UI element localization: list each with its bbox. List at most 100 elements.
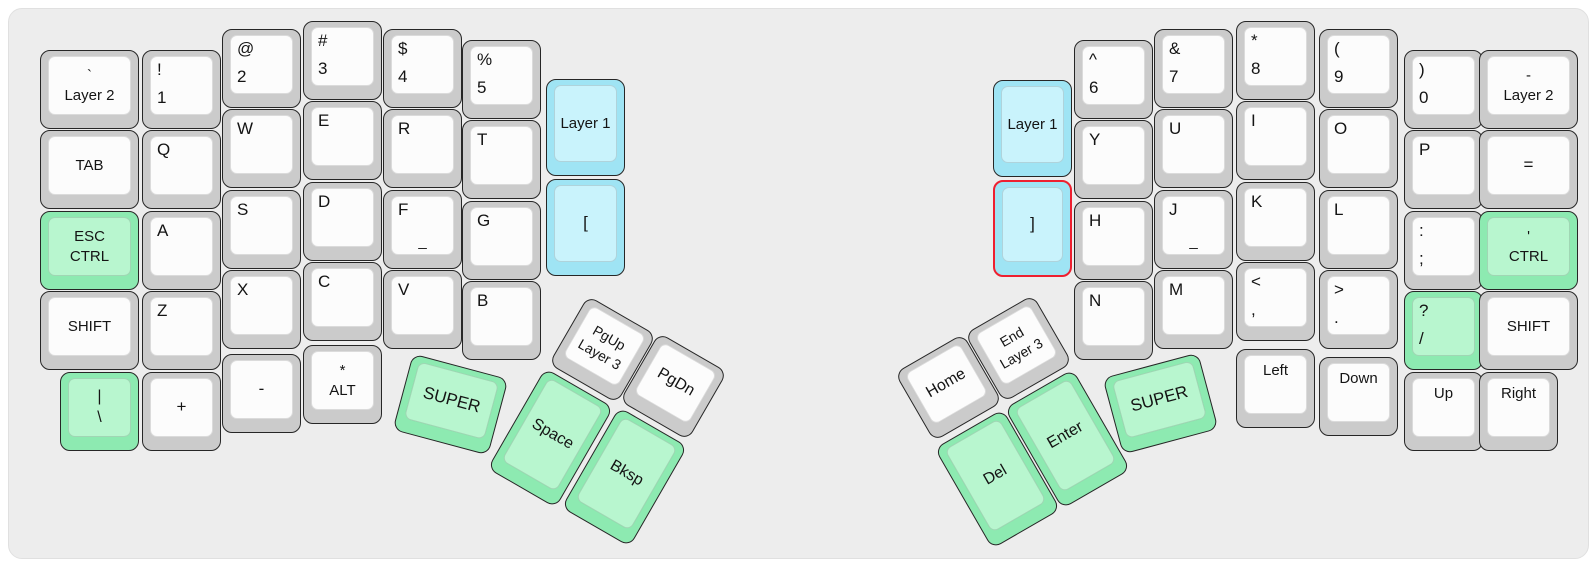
key-b[interactable]: B — [462, 281, 541, 360]
key-o[interactable]: O — [1319, 109, 1398, 188]
key-8[interactable]: *8 — [1236, 21, 1315, 100]
key-j[interactable]: J_ — [1154, 190, 1233, 269]
key-1[interactable]: !1 — [142, 50, 221, 129]
key-pipe-backslash[interactable]: |\ — [60, 372, 139, 451]
keycap: M — [1162, 276, 1225, 335]
key-z[interactable]: Z — [142, 291, 221, 370]
key-shift-left[interactable]: SHIFT — [40, 291, 139, 370]
keycap: Q — [150, 136, 213, 195]
key-label: Q — [157, 140, 171, 159]
key-label: + — [176, 397, 187, 417]
key-label: @ — [237, 39, 255, 58]
key-label: ALT — [329, 381, 356, 399]
key-v[interactable]: V — [383, 270, 462, 349]
key-7[interactable]: &7 — [1154, 29, 1233, 108]
key-semicolon[interactable]: :; — [1404, 211, 1483, 290]
key-rbracket[interactable]: ] — [993, 180, 1072, 277]
homing-bar-icon: _ — [1189, 232, 1198, 250]
key-label: I — [1251, 111, 1256, 130]
keycap: *ALT — [311, 351, 374, 410]
key-minus-layer2[interactable]: -Layer 2 — [1479, 50, 1578, 129]
key-label: ` — [87, 67, 92, 84]
key-plus[interactable]: + — [142, 372, 221, 451]
key-super-left[interactable]: SUPER — [391, 353, 509, 455]
key-u[interactable]: U — [1154, 109, 1233, 188]
key-e[interactable]: E — [303, 101, 382, 180]
key-label: A — [157, 221, 169, 240]
key-s[interactable]: S — [222, 190, 301, 269]
key-label: PgDn — [654, 364, 698, 400]
keycap: J_ — [1162, 196, 1225, 255]
keycap: `Layer 2 — [48, 56, 131, 115]
key-label: Del — [980, 461, 1010, 489]
key-x[interactable]: X — [222, 270, 301, 349]
keycap: C — [311, 268, 374, 327]
key-tab[interactable]: TAB — [40, 130, 139, 209]
key-layer1-left[interactable]: Layer 1 — [546, 79, 625, 176]
key-label: 5 — [477, 77, 487, 97]
key-label: Right — [1500, 385, 1537, 402]
key-y[interactable]: Y — [1074, 120, 1153, 199]
key-star-alt[interactable]: *ALT — [303, 345, 382, 424]
keycap: = — [1487, 136, 1570, 195]
key-quote-ctrl[interactable]: 'CTRL — [1479, 211, 1578, 290]
key-r[interactable]: R — [383, 109, 462, 188]
key-3[interactable]: #3 — [303, 21, 382, 100]
key-label: 0 — [1419, 87, 1429, 107]
key-layer1-right[interactable]: Layer 1 — [993, 80, 1072, 177]
key-label: Bksp — [606, 456, 647, 490]
key-c[interactable]: C — [303, 262, 382, 341]
key-equals[interactable]: = — [1479, 130, 1578, 209]
keycap: B — [470, 287, 533, 346]
key-l[interactable]: L — [1319, 190, 1398, 269]
key-p[interactable]: P — [1404, 130, 1483, 209]
key-d[interactable]: D — [303, 182, 382, 261]
key-label: > — [1334, 280, 1344, 299]
key-up-arrow[interactable]: Up — [1404, 372, 1483, 451]
key-super-right[interactable]: SUPER — [1101, 352, 1219, 454]
key-label: / — [1419, 328, 1424, 348]
key-t[interactable]: T — [462, 120, 541, 199]
key-h[interactable]: H — [1074, 201, 1153, 280]
keycap: Layer 1 — [554, 85, 617, 162]
key-label: D — [318, 192, 331, 211]
key-m[interactable]: M — [1154, 270, 1233, 349]
key-comma[interactable]: <, — [1236, 262, 1315, 341]
key-0[interactable]: )0 — [1404, 50, 1483, 129]
key-shift-right[interactable]: SHIFT — [1479, 291, 1578, 370]
key-2[interactable]: @2 — [222, 29, 301, 108]
key-6[interactable]: ^6 — [1074, 40, 1153, 119]
keycap: $4 — [391, 35, 454, 94]
keycap: I — [1244, 107, 1307, 166]
key-left-arrow[interactable]: Left — [1236, 349, 1315, 428]
key-down-arrow[interactable]: Down — [1319, 357, 1398, 436]
key-lbracket[interactable]: [ — [546, 179, 625, 276]
key-w[interactable]: W — [222, 109, 301, 188]
key-label: U — [1169, 119, 1182, 138]
key-a[interactable]: A — [142, 211, 221, 290]
key-n[interactable]: N — [1074, 281, 1153, 360]
key-k[interactable]: K — [1236, 182, 1315, 261]
key-f[interactable]: F_ — [383, 190, 462, 269]
key-label: TAB — [75, 156, 104, 174]
key-label: CTRL — [69, 247, 110, 265]
key-5[interactable]: %5 — [462, 40, 541, 119]
key-4[interactable]: $4 — [383, 29, 462, 108]
keycap: N — [1082, 287, 1145, 346]
keycap: SUPER — [1111, 359, 1207, 439]
key-minus-left[interactable]: - — [222, 354, 301, 433]
key-q[interactable]: Q — [142, 130, 221, 209]
key-9[interactable]: (9 — [1319, 29, 1398, 108]
key-label: $ — [398, 39, 408, 58]
key-i[interactable]: I — [1236, 101, 1315, 180]
key-label: * — [1251, 31, 1258, 50]
key-label: Z — [157, 301, 168, 320]
key-question-slash[interactable]: ?/ — [1404, 291, 1483, 370]
key-period[interactable]: >. — [1319, 270, 1398, 349]
key-right-arrow[interactable]: Right — [1479, 372, 1558, 451]
key-g[interactable]: G — [462, 201, 541, 280]
key-layer2-left[interactable]: `Layer 2 — [40, 50, 139, 129]
keycap: :; — [1412, 217, 1475, 276]
